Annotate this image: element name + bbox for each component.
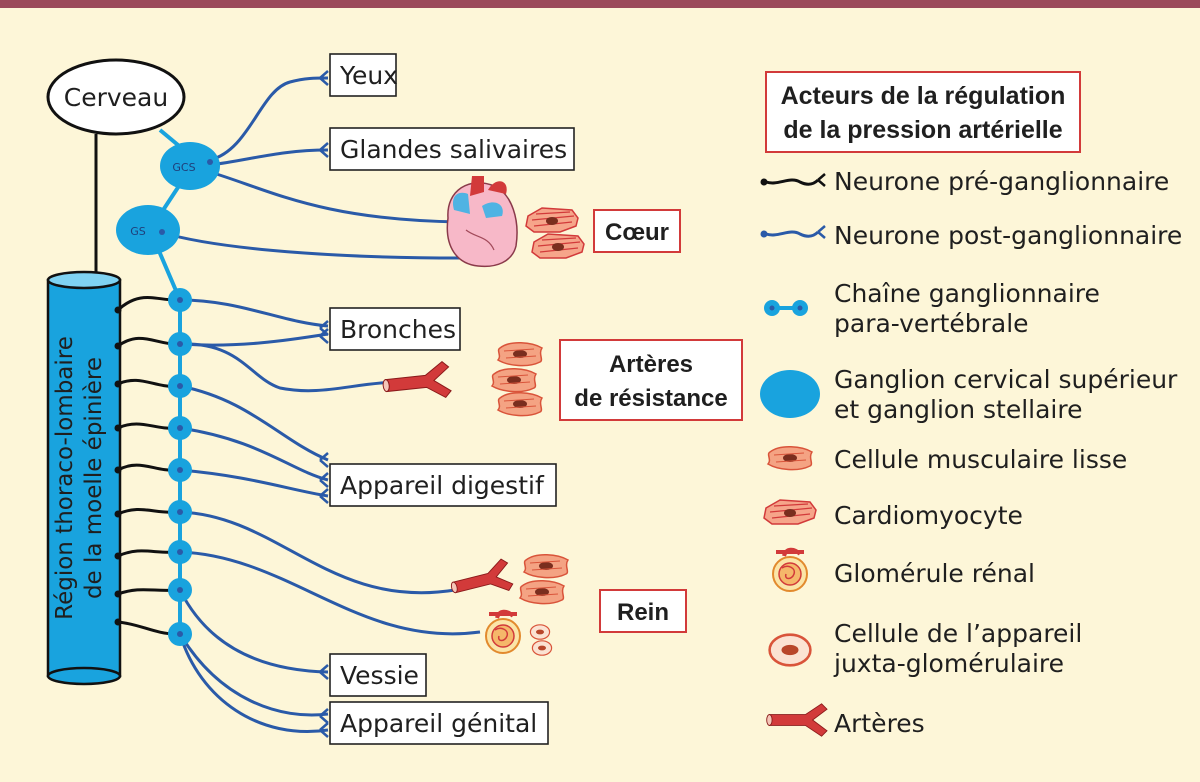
svg-text:Cellule musculaire lisse: Cellule musculaire lisse — [834, 445, 1127, 474]
target-yeux: Yeux — [329, 53, 398, 97]
spine-label-line1: Région thoraco-lombaire — [52, 336, 78, 620]
svg-text:de résistance: de résistance — [574, 385, 727, 412]
organ-rein: Rein — [599, 589, 687, 633]
svg-text:Neurone post-ganglionnaire: Neurone post-ganglionnaire — [834, 221, 1182, 250]
brain-node: Cerveau — [46, 58, 186, 136]
legend: Acteurs de la régulation de la pression … — [760, 71, 1182, 738]
cardiomyocytes — [525, 207, 585, 259]
spinal-cord: Région thoraco-lombaire de la moelle épi… — [46, 270, 122, 686]
nerve-endings — [318, 69, 330, 739]
organ-arteres-de-resistance: Artères de résistance — [559, 339, 743, 421]
svg-text:Rein: Rein — [617, 599, 669, 626]
target-bronches: Bronches — [329, 307, 461, 351]
organ-coeur: Cœur — [593, 209, 681, 253]
smooth-muscle-cells — [491, 341, 543, 417]
target-vessie: Vessie — [329, 653, 427, 697]
legend-pre-ganglionic: Neurone pré-ganglionnaire — [760, 167, 1169, 196]
post-ganglionic-neurons — [159, 76, 481, 733]
svg-text:GCS: GCS — [172, 161, 195, 174]
legend-juxtaglomerular-cell: Cellule de l’appareil juxta-glomérulaire — [768, 619, 1082, 678]
kidney-artery-icon — [447, 557, 515, 605]
glomerulus-icon — [484, 609, 522, 655]
svg-text:Appareil digestif: Appareil digestif — [340, 471, 545, 500]
spine-label-line2: de la moelle épinière — [81, 357, 107, 599]
ganglion-gs: GS — [116, 205, 180, 255]
svg-text:GS: GS — [130, 225, 146, 238]
pre-ganglionic-neurons — [116, 296, 177, 636]
target-glandes-salivaires: Glandes salivaires — [329, 127, 575, 171]
svg-text:et ganglion stellaire: et ganglion stellaire — [834, 395, 1083, 424]
kidney-smooth-muscle — [519, 553, 569, 605]
svg-text:Acteurs de la régulation: Acteurs de la régulation — [781, 82, 1066, 110]
svg-text:Neurone pré-ganglionnaire: Neurone pré-ganglionnaire — [834, 167, 1169, 196]
svg-text:Chaîne ganglionnaire: Chaîne ganglionnaire — [834, 279, 1100, 308]
svg-text:Glomérule rénal: Glomérule rénal — [834, 559, 1035, 588]
svg-text:juxta-glomérulaire: juxta-glomérulaire — [833, 649, 1064, 678]
svg-text:Yeux: Yeux — [339, 61, 398, 90]
legend-title: Acteurs de la régulation de la pression … — [765, 71, 1081, 153]
svg-text:Ganglion cervical supérieur: Ganglion cervical supérieur — [834, 365, 1178, 394]
svg-text:Vessie: Vessie — [340, 661, 419, 690]
legend-post-ganglionic: Neurone post-ganglionnaire — [760, 221, 1182, 250]
svg-text:Glandes salivaires: Glandes salivaires — [340, 135, 567, 164]
legend-glomerulus: Glomérule rénal — [771, 547, 1035, 593]
svg-text:Artères: Artères — [609, 351, 693, 378]
svg-text:Artères: Artères — [834, 709, 925, 738]
legend-smooth-muscle-cell: Cellule musculaire lisse — [767, 445, 1127, 474]
svg-text:Cœur: Cœur — [605, 219, 669, 246]
svg-text:Appareil génital: Appareil génital — [340, 709, 537, 738]
target-appareil-digestif: Appareil digestif — [329, 463, 557, 507]
artery-icon — [380, 360, 453, 405]
heart-icon — [446, 176, 518, 268]
legend-ganglion-chain: Chaîne ganglionnaire para-vertébrale — [764, 279, 1100, 338]
brain-label: Cerveau — [64, 83, 168, 112]
top-bar — [0, 0, 1200, 8]
svg-text:para-vertébrale: para-vertébrale — [834, 309, 1029, 338]
svg-text:Cardiomyocyte: Cardiomyocyte — [834, 501, 1023, 530]
target-appareil-genital: Appareil génital — [329, 701, 549, 745]
legend-arteries: Artères — [766, 703, 925, 738]
svg-text:Cellule de l’appareil: Cellule de l’appareil — [834, 619, 1082, 648]
svg-text:de la pression artérielle: de la pression artérielle — [783, 116, 1062, 144]
ganglion-gcs: GCS — [160, 142, 220, 190]
svg-text:Bronches: Bronches — [340, 315, 456, 344]
juxtaglomerular-cells — [529, 624, 553, 656]
legend-cardiomyocyte: Cardiomyocyte — [763, 499, 1023, 530]
legend-ganglion-stellate: Ganglion cervical supérieur et ganglion … — [760, 365, 1178, 424]
